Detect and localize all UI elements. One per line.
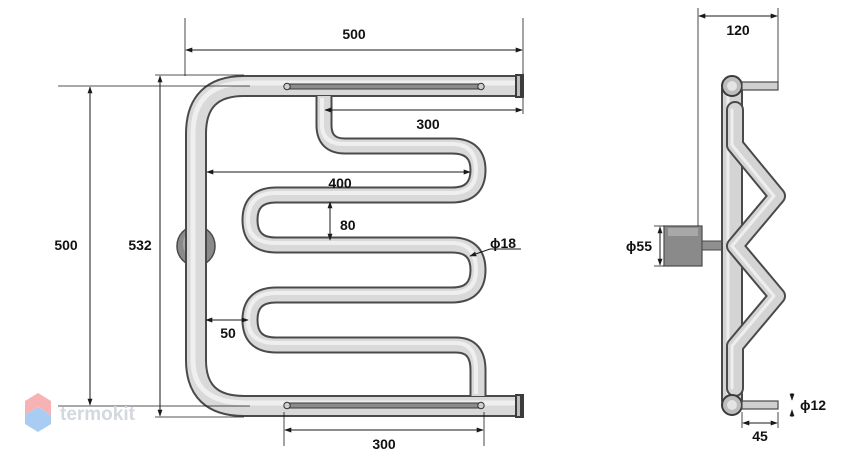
- dim-coil-pitch: 80: [327, 201, 356, 241]
- side-view: 120 ϕ55 ϕ12 45: [626, 8, 826, 444]
- serpentine-coil: [241, 96, 487, 396]
- connection-slots: [283, 82, 485, 410]
- dim-label-connection-top: 300: [416, 116, 440, 132]
- dim-pipe-diameter: ϕ18: [469, 235, 521, 257]
- side-end-circles: [721, 75, 743, 416]
- dim-label-connection-bottom: 300: [372, 436, 396, 452]
- dim-outlet-diameter: ϕ12: [789, 393, 826, 417]
- termokit-watermark: termokit: [25, 393, 136, 432]
- dim-label-coil-width: 400: [328, 175, 352, 191]
- dim-label-height-overall: 532: [128, 237, 152, 253]
- dim-coil-width: 400: [206, 169, 471, 191]
- termokit-brand-text: termokit: [60, 404, 136, 425]
- dim-label-pipe-diameter: ϕ18: [490, 235, 516, 251]
- termokit-logo-icon: [25, 393, 51, 432]
- dim-depth: 120: [697, 8, 779, 226]
- dim-label-mount-diameter: ϕ55: [626, 238, 652, 254]
- pipe-end-caps: [515, 74, 524, 418]
- dim-height-overall: 532: [128, 74, 244, 418]
- dim-height-axis: 500: [54, 85, 250, 407]
- dim-connection-bottom: 300: [283, 412, 485, 452]
- dim-label-depth: 120: [726, 22, 750, 38]
- dim-label-coil-pitch: 80: [340, 217, 356, 233]
- dim-overall-width: 500: [184, 18, 524, 76]
- dim-label-outlet-length: 45: [752, 428, 768, 444]
- dim-mount-diameter: ϕ55: [626, 225, 664, 267]
- dim-label-outlet-diameter: ϕ12: [800, 397, 826, 413]
- dim-outlet-length: 45: [741, 412, 779, 444]
- side-outlets: [741, 81, 779, 410]
- side-zigzag-coil: [726, 101, 786, 397]
- dim-label-height-axis: 500: [54, 237, 78, 253]
- dim-wall-offset: 50: [205, 317, 249, 341]
- dim-connection-top: 300: [324, 98, 524, 132]
- dim-label-overall-width: 500: [342, 26, 366, 42]
- wall-mount-cylinder: [663, 225, 725, 267]
- front-view: 500 300 400 80 ϕ18 50: [54, 18, 524, 452]
- dim-label-wall-offset: 50: [220, 325, 236, 341]
